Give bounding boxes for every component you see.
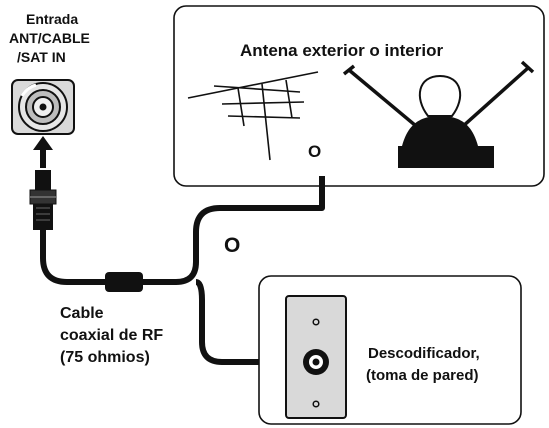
arrow-up-icon — [33, 136, 53, 168]
ferrite-core — [105, 272, 143, 292]
input-label-line3: /SAT IN — [17, 49, 66, 65]
outdoor-antenna-icon — [187, 71, 319, 161]
indoor-antenna-icon — [342, 60, 535, 168]
input-label-line2: ANT/CABLE — [9, 30, 90, 46]
coax-input-jack-icon — [11, 79, 75, 135]
middle-or-text: O — [224, 234, 240, 257]
antenna-box-title: Antena exterior o interior — [240, 41, 443, 60]
cable-label-line3: (75 ohmios) — [60, 349, 150, 366]
antenna-or-text: O — [308, 142, 321, 161]
cable-label-line2: coaxial de RF — [60, 327, 163, 344]
wall-label-line1: Descodificador, — [368, 345, 480, 362]
wall-label-line2: (toma de pared) — [366, 367, 479, 384]
wall-plate-icon — [285, 295, 347, 419]
cable-label-line1: Cable — [60, 305, 104, 322]
coax-plug-icon — [29, 170, 57, 230]
coax-cable — [40, 176, 325, 365]
input-label-line1: Entrada — [26, 11, 78, 27]
